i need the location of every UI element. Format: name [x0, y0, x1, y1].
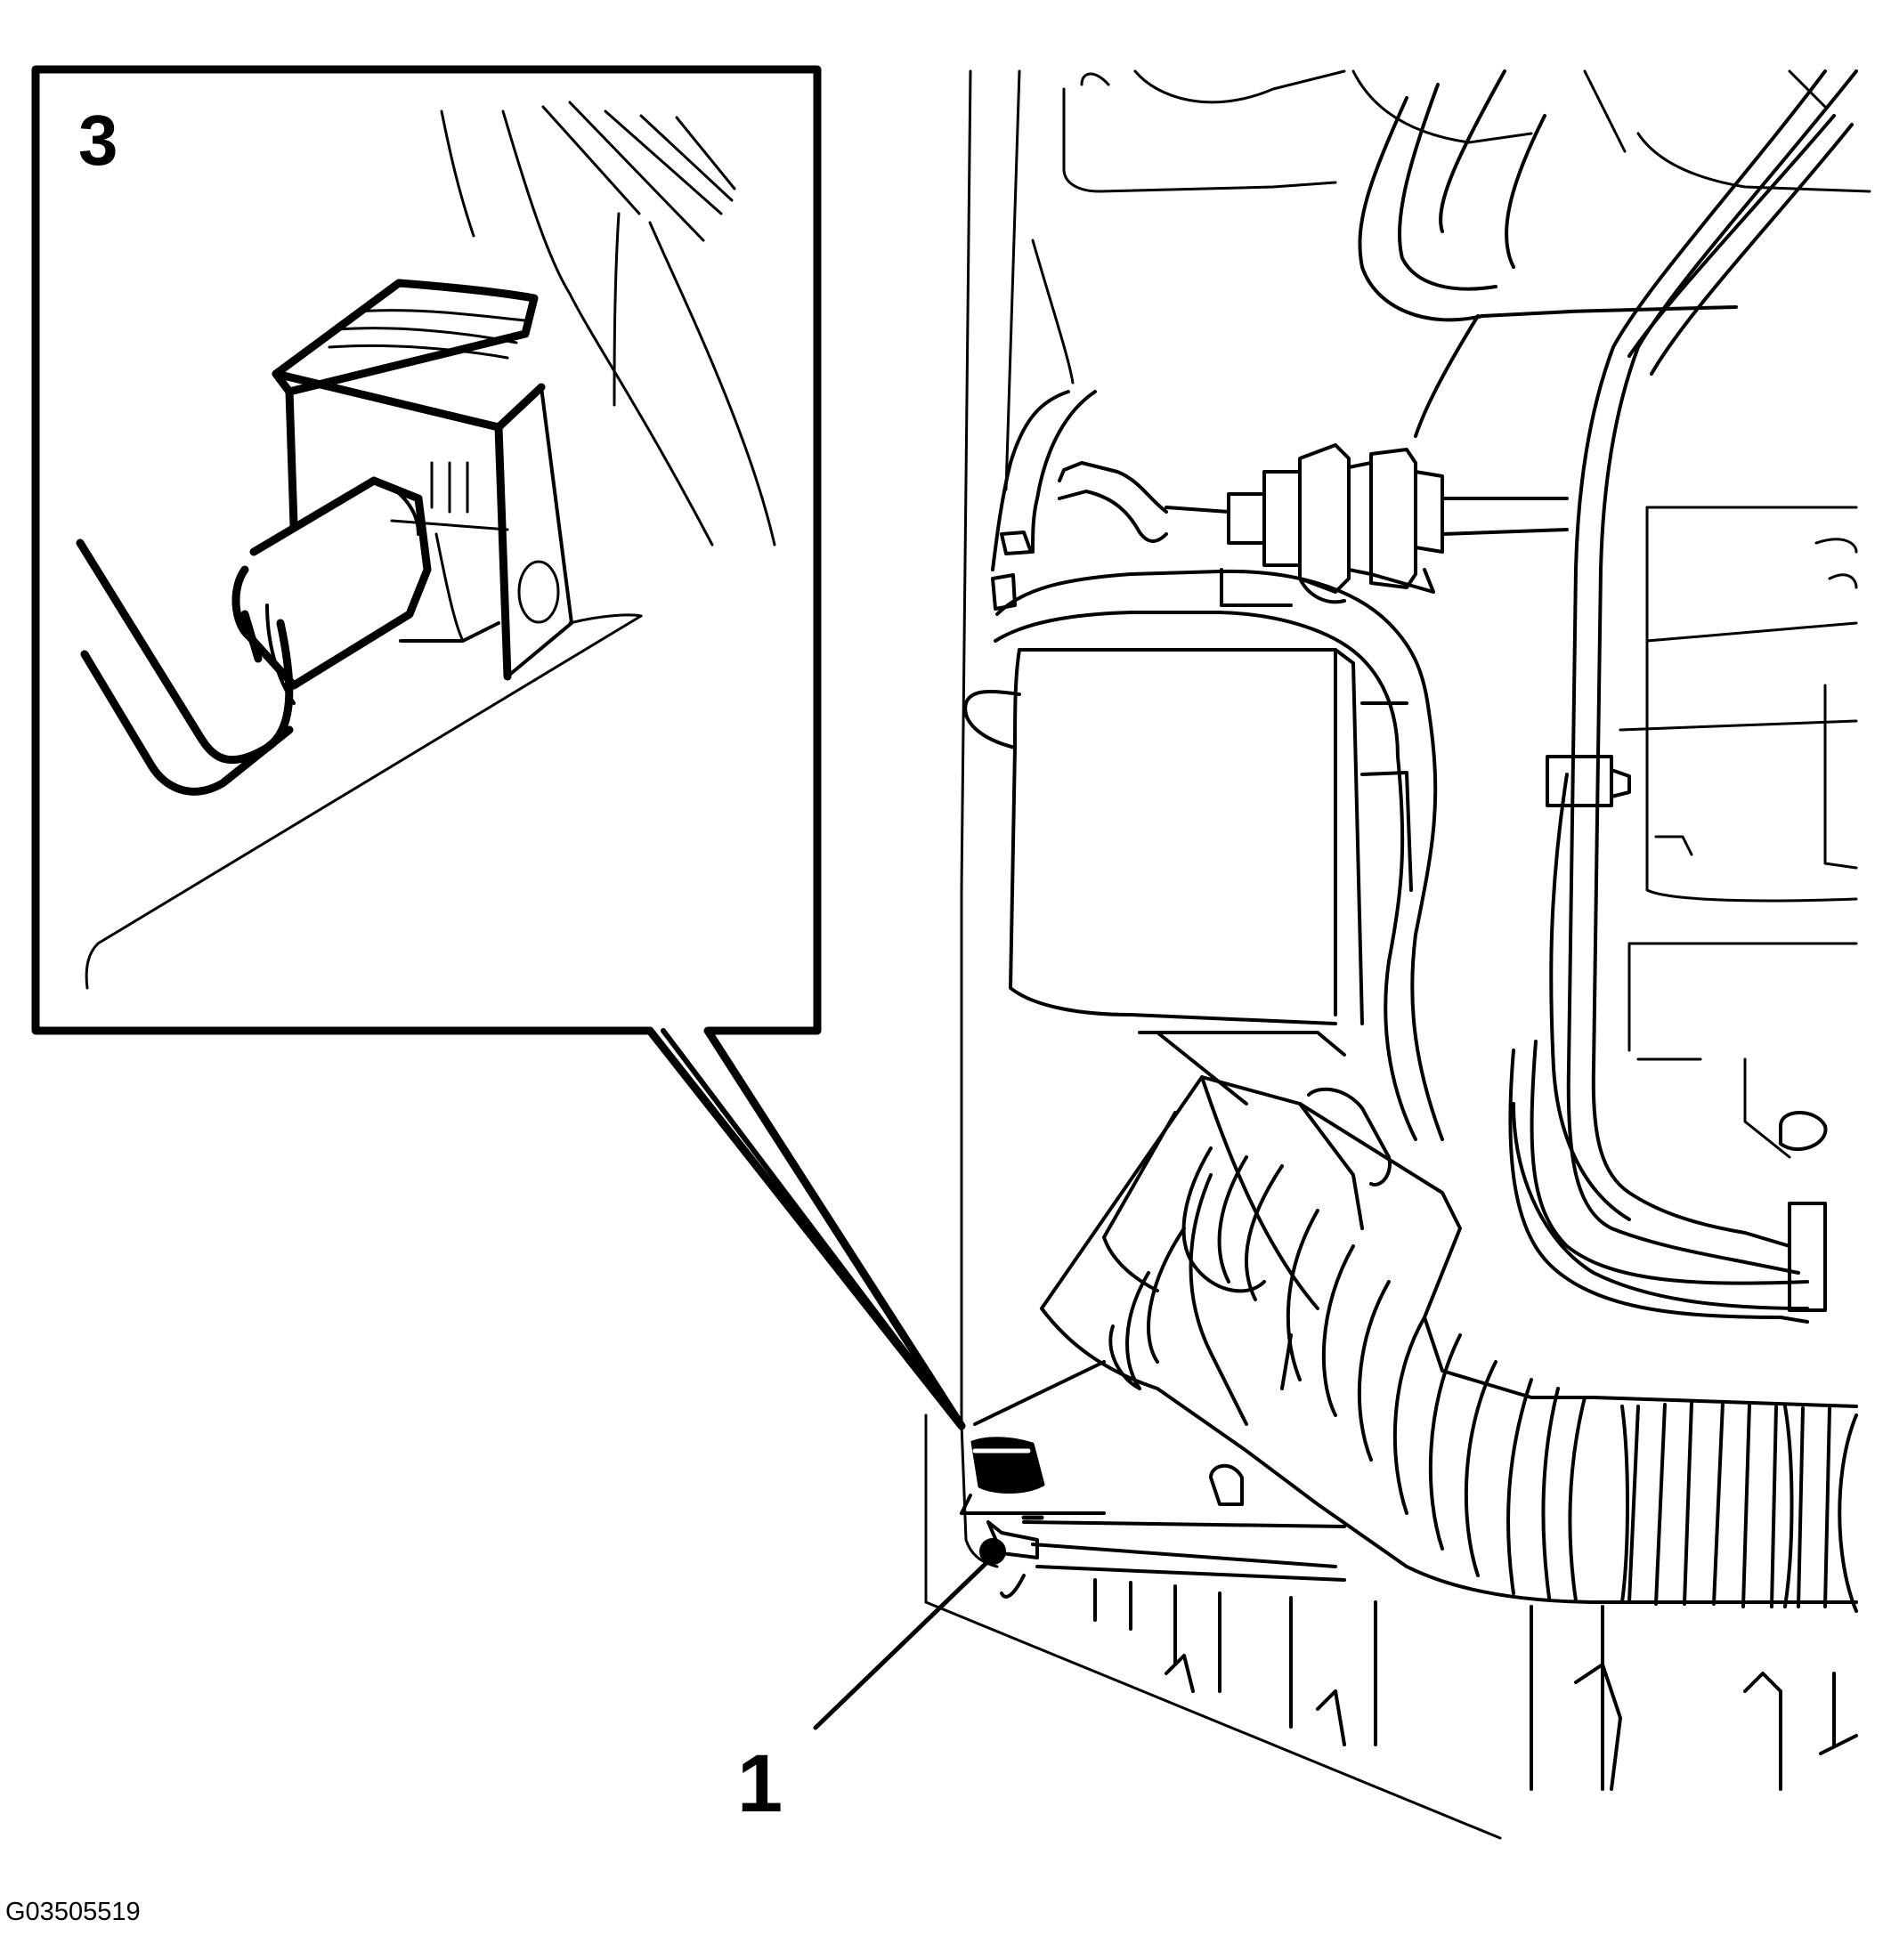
- corrugated-intake-hose: [1040, 1075, 1858, 1613]
- callout-number-label: 1: [737, 1738, 783, 1829]
- upper-hoses: [1358, 69, 1738, 438]
- valve-assembly: [1165, 443, 1569, 607]
- inset-number-label: 3: [78, 101, 118, 180]
- upper-engine-parts: [1031, 69, 1871, 385]
- right-engine-blocks: [1619, 506, 1858, 1159]
- vacuum-line: [991, 390, 1444, 1141]
- inset-background-lines: [85, 101, 776, 990]
- sensor-location-marker: [970, 1437, 1045, 1565]
- callout-leader-line: [813, 1557, 993, 1730]
- inset-detail-box: [31, 65, 966, 1430]
- lower-chassis-lines: [960, 1360, 1858, 1791]
- sensor-connector: [231, 476, 432, 705]
- figure-code-label: G03505519: [5, 1898, 141, 1926]
- sensor-wire: [76, 539, 294, 796]
- sensor-housing: [272, 279, 573, 681]
- reservoir-tank: [963, 648, 1413, 1106]
- right-pipe-bundle: [1508, 69, 1858, 1324]
